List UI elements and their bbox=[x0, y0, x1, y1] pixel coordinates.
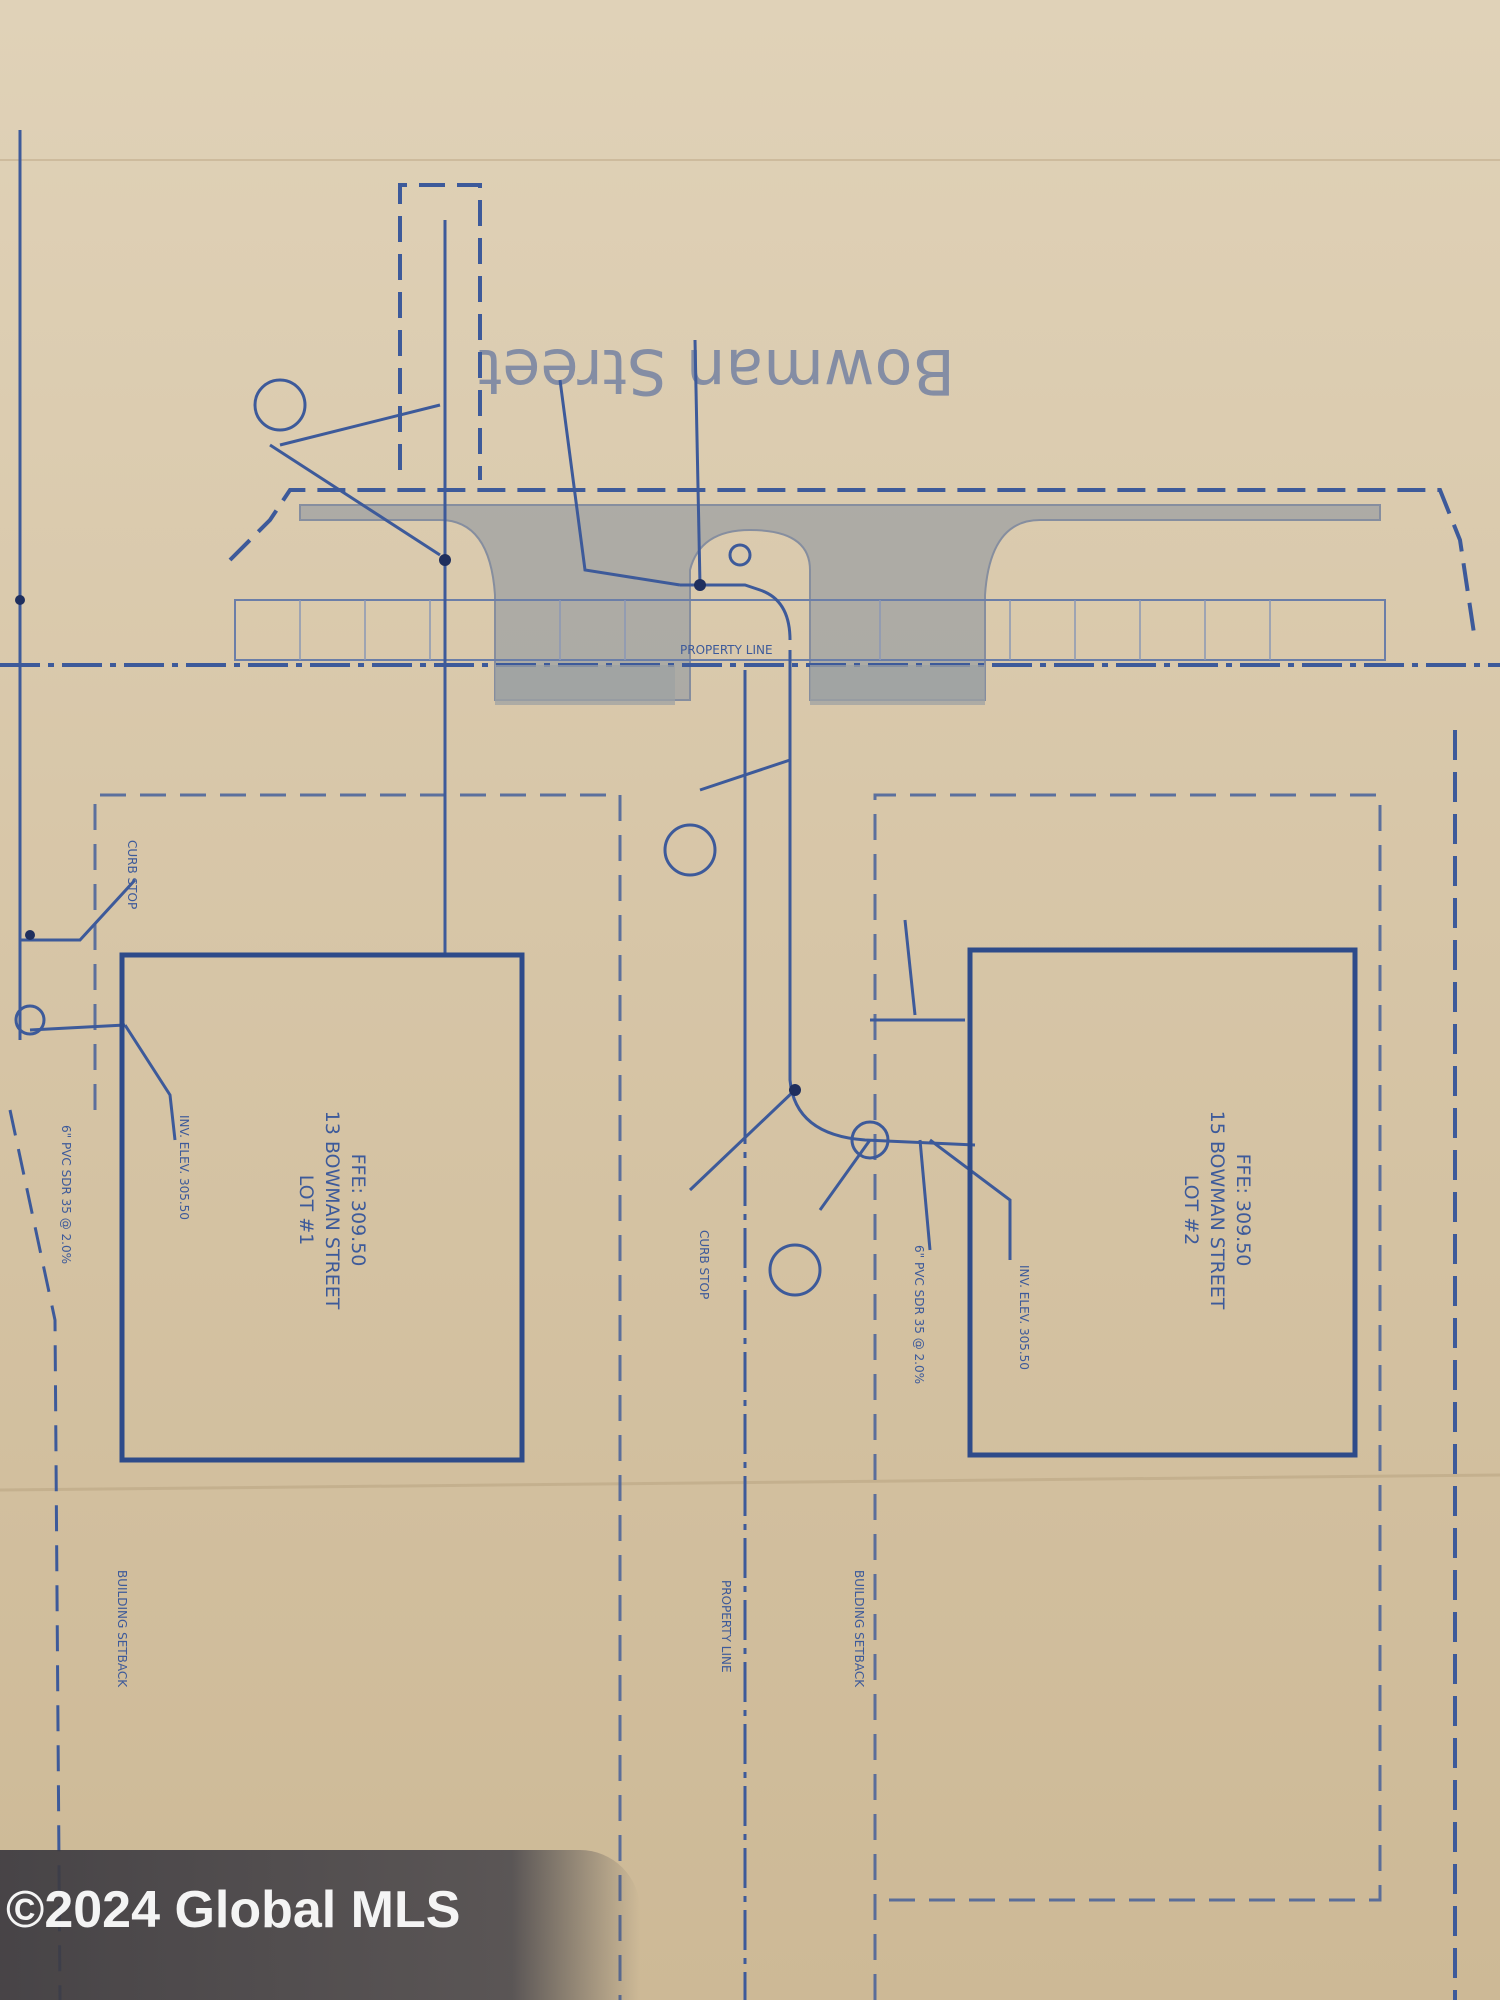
lot-1-title: LOT #1 bbox=[295, 1175, 317, 1246]
setback-label-right: BUILDING SETBACK bbox=[852, 1570, 866, 1688]
lot-2-ffe: FFE: 309.50 bbox=[1232, 1154, 1254, 1267]
street-name: Bowman Street bbox=[478, 335, 955, 408]
invert-label-1: INV. ELEV. 305.50 bbox=[177, 1115, 191, 1220]
right-of-way-line bbox=[228, 488, 1477, 641]
watermark-backdrop bbox=[0, 1850, 640, 2000]
sidewalk bbox=[234, 599, 1386, 661]
setback-label-left: BUILDING SETBACK bbox=[115, 1570, 129, 1688]
house-lot-2 bbox=[967, 947, 1358, 1458]
invert-label-2: INV. ELEV. 305.50 bbox=[1017, 1265, 1031, 1370]
lot-2-title: LOT #2 bbox=[1180, 1175, 1202, 1246]
pipe-label-1: 6" PVC SDR 35 @ 2.0% bbox=[59, 1125, 73, 1264]
paper-fold bbox=[0, 1473, 1500, 1492]
curb-stop-label: CURB STOP bbox=[697, 1230, 711, 1299]
lot-2-label-group: LOT #2 15 BOWMAN STREET FFE: 309.50 bbox=[1180, 1111, 1254, 1310]
setback-lot-1 bbox=[93, 793, 622, 2000]
sidewalk-joints bbox=[299, 600, 1271, 660]
setback-lot-2 bbox=[873, 793, 1382, 2000]
utility-lines bbox=[18, 130, 1012, 1260]
left-lot-line bbox=[8, 1109, 62, 2000]
copyright-watermark: ©2024 Global MLS bbox=[6, 1881, 461, 1939]
lot-1-address: 13 BOWMAN STREET bbox=[321, 1111, 343, 1310]
valve-points bbox=[15, 554, 801, 1096]
driveway-apron bbox=[299, 504, 1381, 701]
lot-2-address: 15 BOWMAN STREET bbox=[1206, 1111, 1228, 1310]
property-line-label: PROPERTY LINE bbox=[680, 643, 773, 657]
house-lot-1 bbox=[119, 952, 525, 1463]
driveway-lot-2 bbox=[810, 665, 985, 705]
cleanout-symbols bbox=[14, 378, 890, 1297]
property-line-vertical-label: PROPERTY LINE bbox=[719, 1580, 733, 1673]
lot-1-ffe: FFE: 309.50 bbox=[347, 1154, 369, 1267]
curb-stop-label-2: CURB STOP bbox=[125, 840, 139, 909]
lot-1-label-group: LOT #1 13 BOWMAN STREET FFE: 309.50 bbox=[295, 1111, 369, 1310]
work-limit-line bbox=[398, 183, 482, 480]
pipe-label-2: 6" PVC SDR 35 @ 2.0% bbox=[912, 1245, 926, 1384]
driveway-lot-1 bbox=[495, 665, 675, 705]
